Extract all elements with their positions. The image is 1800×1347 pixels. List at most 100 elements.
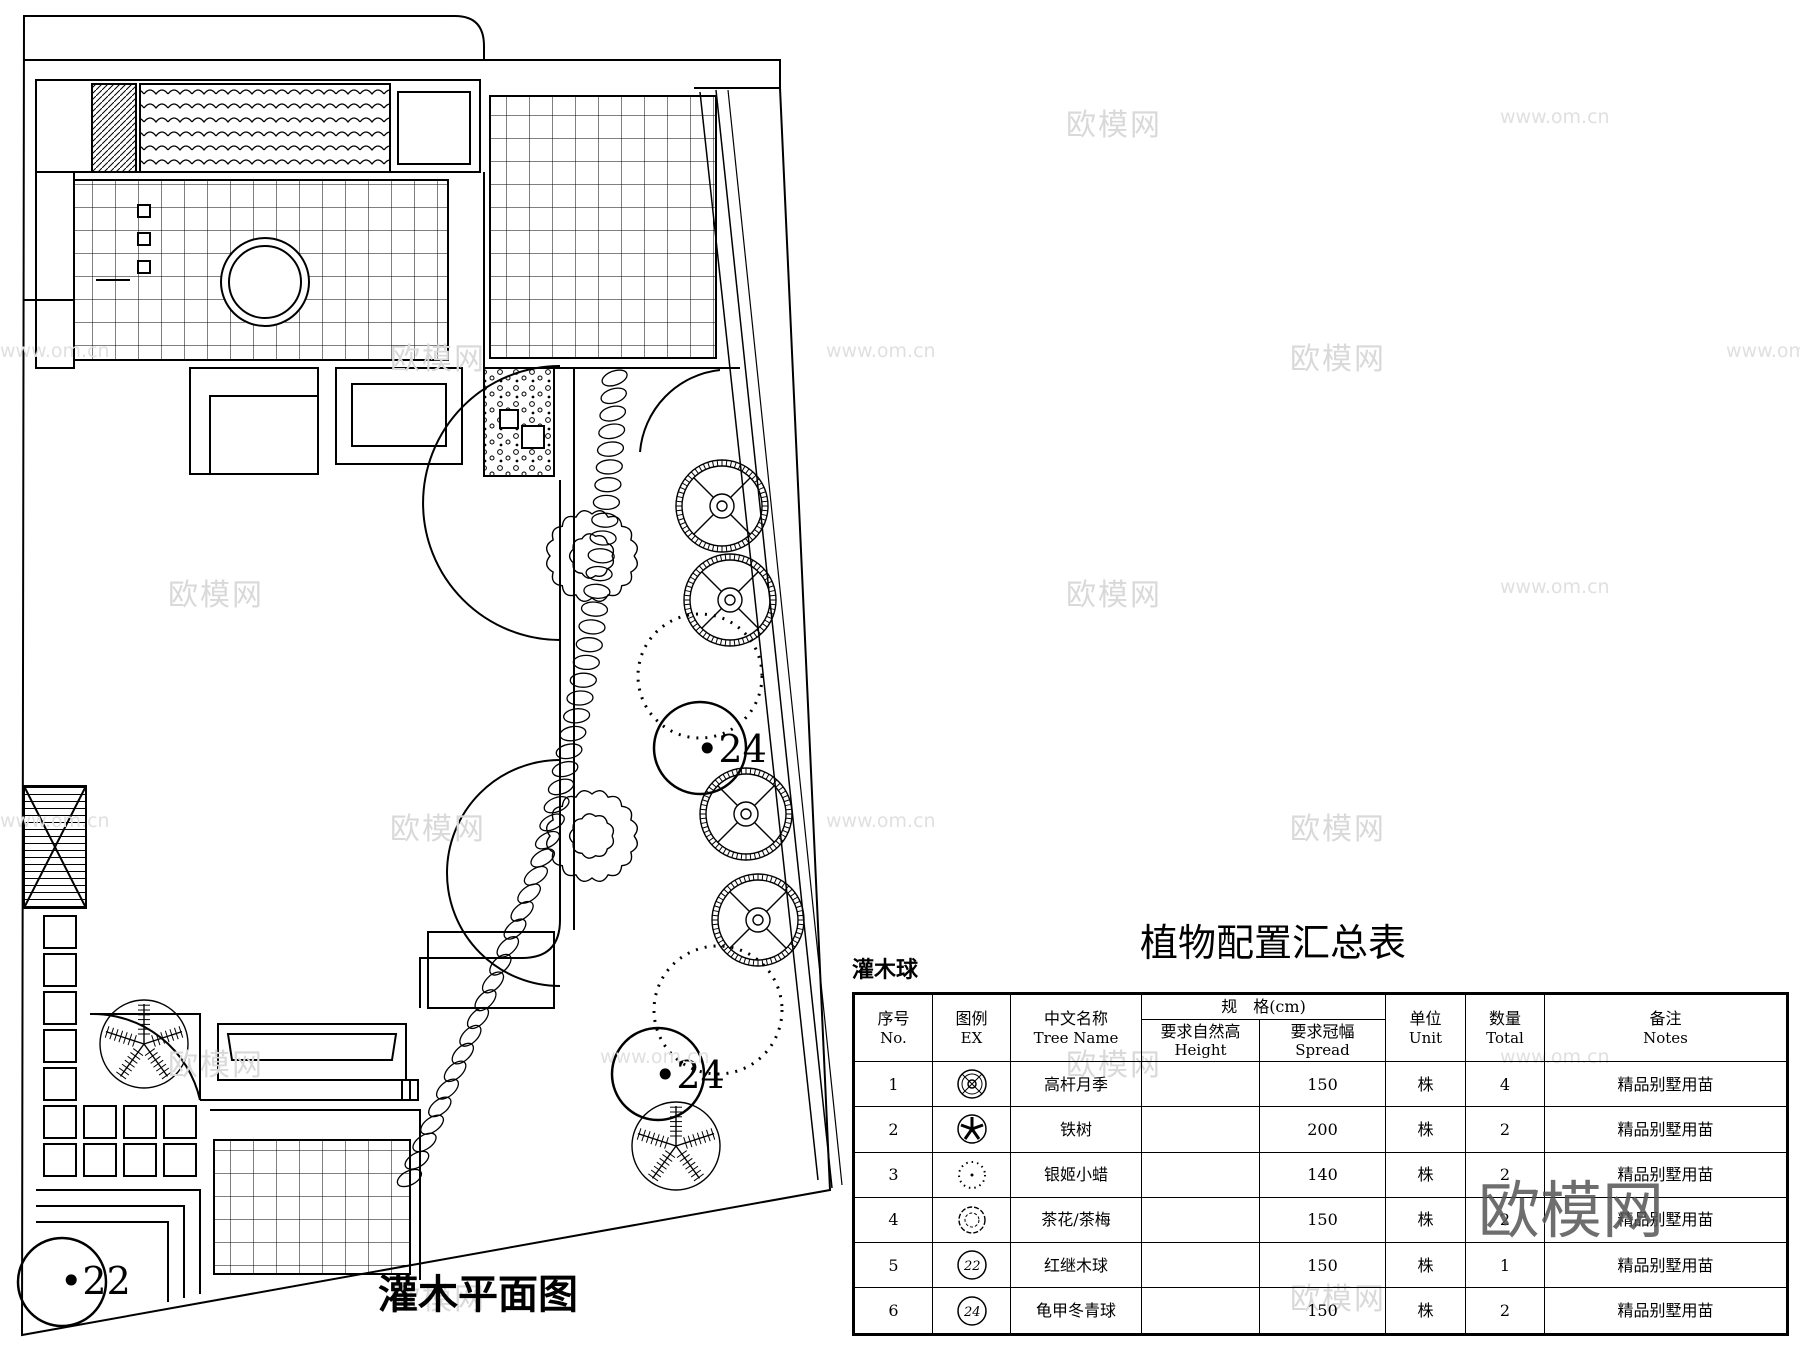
stepping-stone: [599, 405, 627, 422]
scalloped-circle-icon: [957, 1206, 986, 1234]
stepping-stone: [517, 883, 541, 904]
stepping-stone: [591, 512, 619, 528]
shrub-blob-icon: [546, 510, 638, 602]
stepping-stone: [435, 1078, 460, 1100]
stepping-stone: [600, 387, 627, 405]
watermark-url: www.om.cn: [0, 340, 110, 362]
stepping-stone: [443, 1060, 467, 1083]
watermark: 欧模网: [1066, 108, 1162, 143]
stepping-stone: [594, 477, 622, 493]
stepping-stone: [523, 865, 549, 886]
cycad-icon: [99, 999, 189, 1089]
stepping-stone: [534, 830, 561, 850]
watermark-url: www.om.cn: [826, 810, 936, 832]
watermark: 欧模网: [168, 1048, 264, 1083]
stepping-stone: [572, 654, 600, 671]
watermark: 欧模网: [1290, 812, 1386, 847]
watermark-url: www.om.cn: [1726, 340, 1800, 362]
stepping-stone: [481, 971, 505, 994]
rose-standard-icon: [675, 459, 769, 553]
stepping-stone: [575, 637, 603, 653]
table-row: 5 22 红继木球 150 株 1 精品别墅用苗: [853, 1242, 1788, 1289]
stepping-stone: [589, 530, 617, 546]
table-subtitle: 灌木球: [852, 958, 919, 983]
watermark: 欧模网: [168, 578, 264, 613]
stepping-stone: [592, 494, 621, 511]
stepping-stone: [474, 989, 497, 1012]
svg-text:24: 24: [963, 1305, 981, 1320]
cycad-icon: [631, 1101, 721, 1191]
stepping-stone: [598, 423, 626, 440]
plan-label-24-a: •24: [696, 727, 767, 771]
stepping-stone: [543, 795, 570, 814]
watermark-url: www.om.cn: [826, 340, 936, 362]
table-title: 植物配置汇总表: [1140, 921, 1407, 965]
rose-standard-icon: [683, 553, 777, 647]
stepping-stones: [396, 369, 628, 1188]
watermark: 欧模网: [390, 342, 486, 377]
stepping-stone: [451, 1042, 475, 1065]
watermark: 欧模网: [1066, 578, 1162, 613]
header-spec: 规 格(cm): [1141, 993, 1386, 1020]
stepping-stone: [559, 725, 587, 742]
stepping-stone: [601, 369, 628, 387]
rose-standard-icon: [699, 767, 793, 861]
stepping-stone: [496, 936, 520, 958]
stepping-stone: [585, 565, 613, 582]
shrub-blob-icon: [546, 790, 638, 882]
watermark-url: www.om.cn: [600, 1046, 710, 1068]
watermark-large: 欧模网: [1478, 1174, 1665, 1247]
stepping-stone: [566, 690, 594, 706]
stepping-stone: [466, 1006, 490, 1030]
stepping-stone: [555, 743, 583, 760]
watermark: 欧模网: [390, 812, 486, 847]
stepping-stone: [489, 953, 512, 976]
watermark-url: www.om.cn: [1500, 106, 1610, 128]
stepping-stone: [578, 619, 606, 635]
plan-label-22: •22: [60, 1259, 131, 1303]
stepping-stone: [404, 1150, 430, 1170]
rose-standard-icon: [956, 1069, 987, 1099]
stepping-stone: [420, 1114, 445, 1135]
plan-title: 灌木平面图: [378, 1271, 578, 1318]
table-row: 3 银姬小蜡 140 株 2 精品别墅用苗: [853, 1151, 1788, 1198]
site-boundary: [20, 15, 832, 1337]
stepping-stone: [596, 441, 625, 457]
stepping-stone: [503, 918, 527, 940]
stepping-stone: [539, 813, 565, 832]
dotted-circle-icon: [957, 1160, 986, 1189]
watermark-url: www.om.cn: [1500, 576, 1610, 598]
stepping-stone: [412, 1132, 437, 1153]
rose-standard-icon: [711, 873, 805, 967]
stepping-stone: [459, 1024, 482, 1047]
svg-text:22: 22: [963, 1259, 981, 1274]
stepping-stone: [583, 583, 611, 600]
circle-24-icon: 24: [956, 1295, 987, 1326]
stepping-stone: [530, 848, 556, 868]
table-row: 2 铁树 200 株 2 精品别墅用苗: [853, 1106, 1788, 1153]
table-row: 6 24 龟甲冬青球 150 株 2 精品别墅用苗: [853, 1287, 1788, 1335]
circle-22-icon: 22: [956, 1250, 987, 1281]
cycad-icon: [956, 1114, 987, 1145]
plan-label-24-b: •24: [654, 1053, 725, 1097]
stepping-stone: [569, 672, 597, 688]
stepping-stone: [587, 548, 615, 564]
table-row: 4 茶花/茶梅 150 株 2 精品别墅用苗: [853, 1196, 1788, 1244]
stepping-stone: [510, 900, 534, 922]
table-row: 1 高杆月季 150 株 4 精品别墅用苗: [853, 1060, 1788, 1108]
watermark: 欧模网: [1290, 342, 1386, 377]
stepping-stone: [551, 760, 579, 778]
stepping-stone: [396, 1168, 423, 1188]
watermark: 欧模网: [390, 1282, 486, 1317]
stepping-stone: [562, 708, 591, 724]
